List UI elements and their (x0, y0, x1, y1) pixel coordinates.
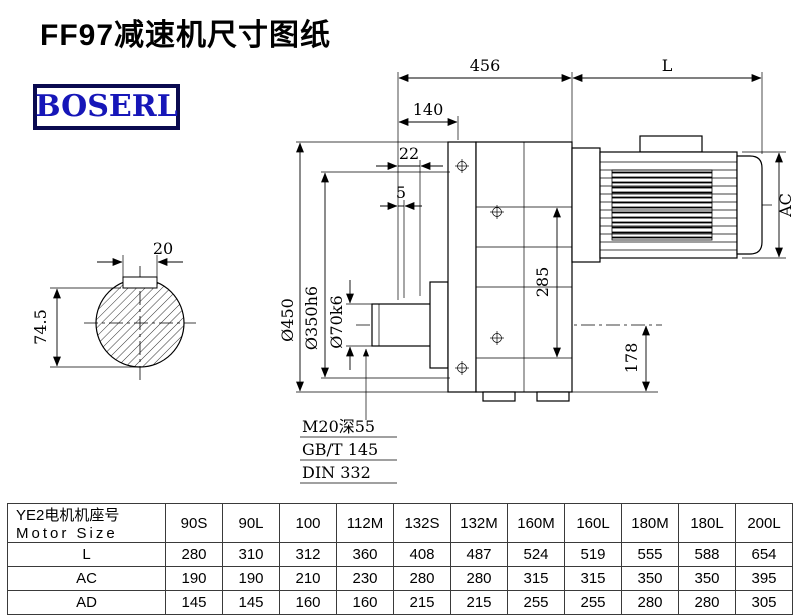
column-header-90l: 90L (222, 503, 280, 543)
bolt-hole-icon (490, 331, 504, 345)
table-cell: 160 (279, 590, 337, 615)
table-cell: 215 (393, 590, 451, 615)
table-cell: 255 (507, 590, 565, 615)
dim-178: 178 (622, 343, 641, 374)
row-label: L (7, 542, 166, 567)
note-gbt: GB/T 145 (302, 440, 378, 459)
note-din: DIN 332 (302, 463, 371, 482)
boserl-logo: BOSERL (33, 84, 180, 130)
table-cell: 312 (279, 542, 337, 567)
column-header-112m: 112M (336, 503, 394, 543)
table-cell: 280 (621, 590, 679, 615)
bolt-hole-icon (455, 361, 469, 375)
row-label: AC (7, 566, 166, 591)
table-cell: 315 (507, 566, 565, 591)
table-cell: 519 (564, 542, 622, 567)
boserl-logo-text: BOSERL (35, 89, 178, 124)
header-cn: YE2电机机座号 (16, 507, 120, 524)
column-header-160l: 160L (564, 503, 622, 543)
shaft-cross-section: 20 74.5 (31, 239, 196, 380)
dim-285: 285 (533, 267, 552, 298)
keyway-slot (122, 276, 158, 289)
dim-140: 140 (413, 100, 444, 119)
table-cell: 255 (564, 590, 622, 615)
column-header-90s: 90S (165, 503, 223, 543)
table-cell: 487 (450, 542, 508, 567)
table-cell: 280 (450, 566, 508, 591)
table-cell: 160 (336, 590, 394, 615)
shaft-section-circle (95, 278, 185, 368)
table-cell: 280 (678, 590, 736, 615)
housing-foot (536, 391, 570, 402)
table-cell: 145 (165, 590, 223, 615)
dim-d450: Ø450 (278, 298, 297, 342)
table-cell: 190 (165, 566, 223, 591)
dim-d350: Ø350h6 (302, 286, 321, 350)
column-header-100: 100 (279, 503, 337, 543)
dim-d70: Ø70k6 (327, 295, 346, 348)
table-cell: 555 (621, 542, 679, 567)
table-cell: 315 (564, 566, 622, 591)
table-cell: 524 (507, 542, 565, 567)
shaft-hub (429, 281, 449, 369)
fan-cover (736, 155, 763, 255)
table-cell: 210 (279, 566, 337, 591)
note-tap-hole: M20深55 (302, 417, 375, 436)
table-cell: 280 (165, 542, 223, 567)
table-cell: 215 (450, 590, 508, 615)
bolt-hole-icon (490, 205, 504, 219)
row-label: AD (7, 590, 166, 615)
table-cell: 230 (336, 566, 394, 591)
table-cell: 305 (735, 590, 793, 615)
dim-22: 22 (399, 144, 419, 163)
dimension-drawing: 20 74.5 (31, 56, 795, 484)
table-cell: 280 (393, 566, 451, 591)
dimension-annotations: 456 L 140 22 5 AC 285 178 Ø450 Ø350h6 (278, 56, 795, 484)
column-header-200l: 200L (735, 503, 793, 543)
table-cell: 588 (678, 542, 736, 567)
column-header-180m: 180M (621, 503, 679, 543)
table-cell: 408 (393, 542, 451, 567)
table-cell: 190 (222, 566, 280, 591)
page-title: FF97减速机尺寸图纸 (40, 19, 332, 52)
column-header-180l: 180L (678, 503, 736, 543)
table-cell: 395 (735, 566, 793, 591)
dim-AC: AC (776, 193, 795, 218)
dim-456: 456 (470, 56, 501, 75)
gearbox-assembly (356, 135, 772, 402)
column-header-132m: 132M (450, 503, 508, 543)
table-cell: 654 (735, 542, 793, 567)
dim-shaft-key-height: 74.5 (31, 309, 50, 345)
housing-foot (482, 391, 516, 402)
table-cell: 350 (678, 566, 736, 591)
column-header-160m: 160M (507, 503, 565, 543)
mounting-flange (447, 141, 477, 393)
dim-L: L (662, 56, 673, 75)
motor-stator-fins (611, 169, 713, 241)
motor-adapter (571, 147, 601, 263)
dim-key-width: 20 (153, 239, 173, 258)
bolt-hole-icon (455, 159, 469, 173)
header-en: Motor Size (16, 525, 118, 542)
table-header-motor-size: YE2电机机座号 Motor Size (7, 503, 166, 543)
terminal-box (639, 135, 703, 153)
column-header-132s: 132S (393, 503, 451, 543)
table-cell: 360 (336, 542, 394, 567)
table-cell: 350 (621, 566, 679, 591)
table-cell: 145 (222, 590, 280, 615)
dim-5: 5 (396, 183, 406, 202)
table-cell: 310 (222, 542, 280, 567)
